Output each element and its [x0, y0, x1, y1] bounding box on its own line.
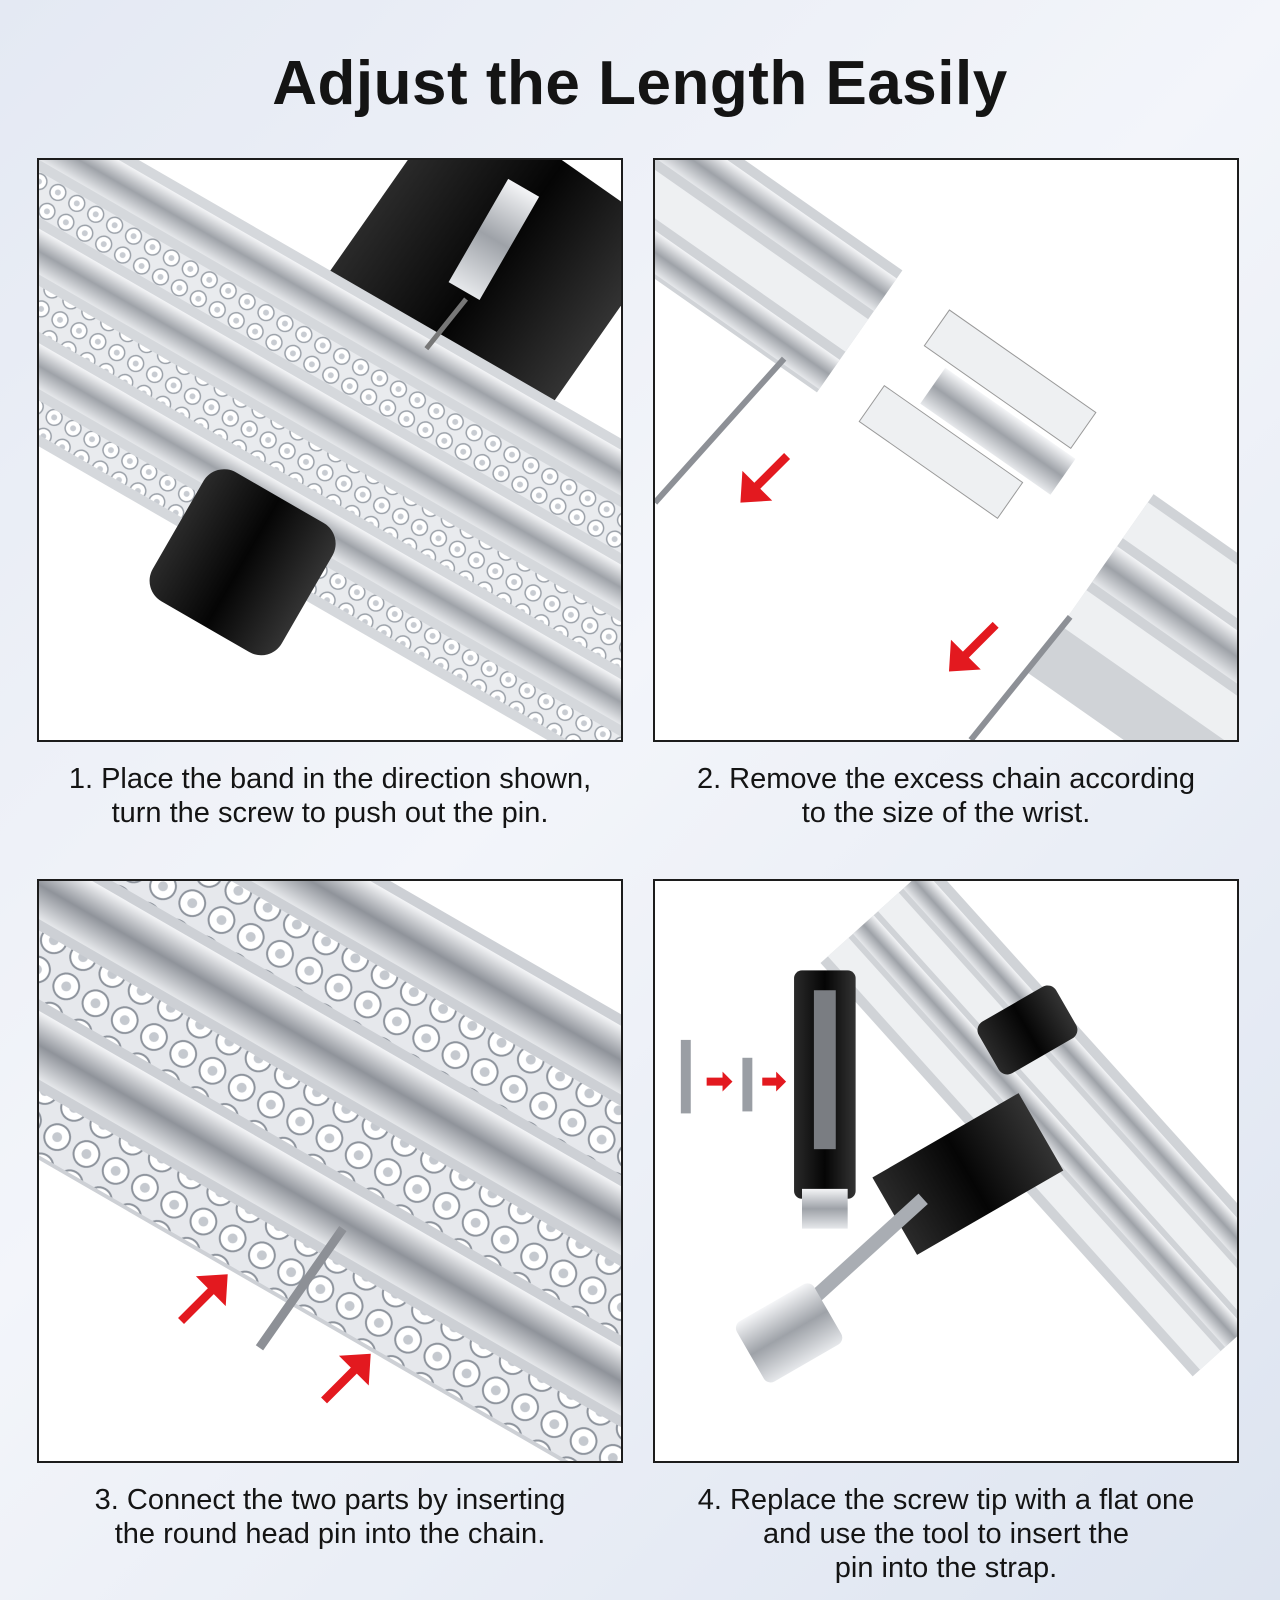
arrow-right-icon — [706, 1071, 733, 1092]
step-1-caption-line2: turn the screw to push out the pin. — [111, 797, 549, 829]
removed-links-image — [655, 160, 1237, 740]
page-title: Adjust the Length Easily — [272, 49, 1008, 118]
tool-tip-replacement-image — [680, 881, 1237, 1383]
step-4-caption: 4. Replace the screw tip with a flat one… — [636, 1483, 1256, 1585]
step-3-illustration — [37, 879, 623, 1463]
step-2-illustration — [653, 158, 1239, 742]
step-1-illustration — [37, 158, 623, 742]
pin-insertion-image — [39, 881, 621, 1461]
arrow-down-left-icon — [740, 452, 791, 503]
step-3-caption-line2: the round head pin into the chain. — [114, 1518, 546, 1550]
step-1-caption: 1. Place the band in the direction shown… — [20, 762, 640, 830]
step-4-illustration — [653, 879, 1239, 1463]
arrow-up-right-icon — [178, 1274, 228, 1324]
band-pin-tool-image — [39, 160, 621, 740]
step-3-caption-line1: 3. Connect the two parts by inserting — [94, 1484, 566, 1516]
step-4-caption-line1: 4. Replace the screw tip with a flat one — [697, 1484, 1195, 1516]
step-4-caption-line2: and use the tool to insert the — [763, 1518, 1129, 1550]
arrow-up-right-icon — [321, 1353, 371, 1404]
step-2-caption-line1: 2. Remove the excess chain according — [696, 763, 1196, 795]
step-1-caption-line1: 1. Place the band in the direction shown… — [68, 763, 592, 795]
step-4-caption-line3: pin into the strap. — [834, 1552, 1058, 1584]
step-2-caption: 2. Remove the excess chain according to … — [636, 762, 1256, 830]
arrow-right-icon — [762, 1071, 787, 1092]
step-3-caption: 3. Connect the two parts by inserting th… — [20, 1483, 640, 1551]
step-2-caption-line2: to the size of the wrist. — [801, 797, 1091, 829]
arrow-down-left-icon — [948, 621, 999, 672]
